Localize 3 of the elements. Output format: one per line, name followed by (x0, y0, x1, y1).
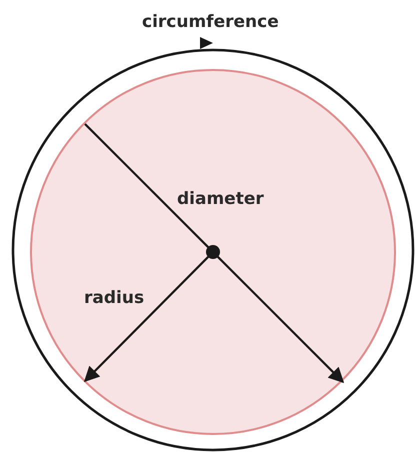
diameter-label: diameter (177, 191, 264, 208)
circumference-label: circumference (142, 14, 279, 31)
radius-label: radius (84, 290, 144, 307)
